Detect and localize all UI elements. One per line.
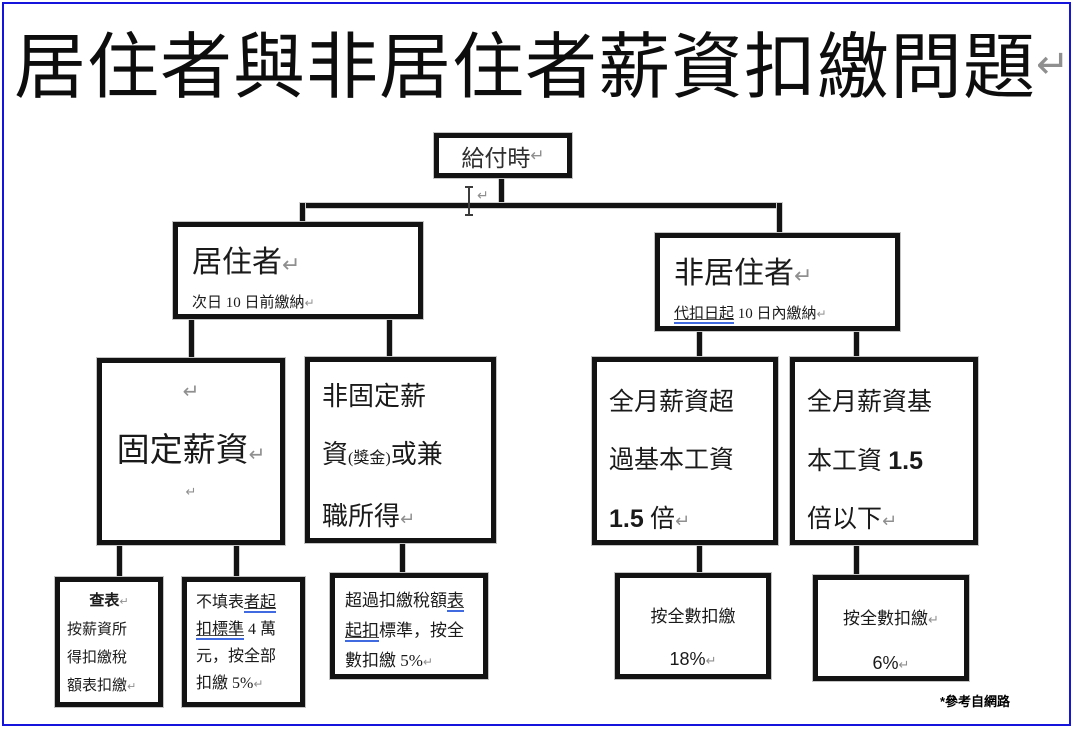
- notable-line2-underlined: 扣標準: [196, 621, 245, 640]
- connector-nonresident-under: [854, 330, 859, 358]
- notable-line2-post: 4 萬: [244, 621, 277, 638]
- paragraph-mark-icon: ↵: [477, 188, 489, 204]
- resident-heading: 居住者: [192, 246, 282, 279]
- paragraph-mark-icon: ↵: [185, 484, 197, 500]
- connector-horizontal-main: [300, 203, 782, 208]
- paragraph-mark-icon: ↵: [182, 378, 200, 403]
- connector-nonfixed-overthreshold: [400, 542, 405, 574]
- withhold18-line1: 按全數扣繳: [650, 607, 736, 626]
- connector-under-6: [854, 544, 859, 576]
- paragraph-mark-icon: ↵: [675, 511, 691, 532]
- nonfixed-line2-post: 或兼: [390, 440, 443, 469]
- resident-deadline: 次日 10 日前繳納: [192, 295, 305, 311]
- overthreshold-line2-underlined: 起扣: [345, 621, 379, 642]
- paragraph-mark-icon: ↵: [530, 145, 545, 166]
- over-basic-line3-post: 倍: [643, 506, 676, 533]
- under-basic-multiplier: 1.5: [888, 447, 924, 475]
- over-basic-line1: 全月薪資超: [609, 389, 735, 416]
- under-basic-line3: 倍以下: [807, 506, 883, 533]
- lookup-line1: 按薪資所: [67, 622, 128, 638]
- connector-to-nonresident: [777, 203, 782, 234]
- flowchart-node-over-basic-wage[interactable]: 全月薪資超 過基本工資 1.5 倍↵: [592, 357, 778, 545]
- connector-paytime-down: [499, 177, 504, 205]
- paragraph-mark-icon: ↵: [119, 595, 129, 608]
- text-cursor-ibeam: [465, 186, 473, 216]
- connector-resident-nonfixed: [387, 318, 392, 358]
- notable-line4: 扣繳 5%: [196, 675, 254, 692]
- paragraph-mark-icon: ↵: [248, 441, 266, 466]
- flowchart-node-under-basic-wage[interactable]: 全月薪資基 本工資 1.5 倍以下↵: [790, 357, 978, 545]
- flowchart-node-no-table[interactable]: 不填表者起 扣標準 4 萬 元，按全部 扣繳 5%↵: [182, 577, 305, 707]
- connector-fixed-lookup: [117, 544, 122, 578]
- footnote: *參考自網路: [939, 694, 1010, 709]
- lookup-line3: 額表扣繳: [67, 678, 128, 694]
- overthreshold-line2-post: 標準，按全: [379, 621, 464, 640]
- notable-line1-pre: 不填表: [196, 594, 245, 611]
- notable-line1-underlined: 者起: [244, 594, 277, 613]
- lookup-title: 查表: [89, 593, 120, 609]
- under-basic-line2-pre: 本工資: [807, 448, 889, 475]
- paragraph-mark-icon: ↵: [705, 654, 717, 669]
- flowchart-node-withhold-6[interactable]: 按全數扣繳↵ 6%↵: [813, 575, 969, 681]
- paragraph-mark-icon: ↵: [127, 680, 137, 693]
- paragraph-mark-icon: ↵: [304, 296, 315, 310]
- lookup-line2: 得扣繳稅: [67, 650, 128, 666]
- paragraph-mark-icon: ↵: [898, 658, 910, 673]
- nonfixed-line3: 職所得: [322, 502, 401, 531]
- nonresident-deadline-underlined: 代扣日起: [674, 306, 735, 324]
- withhold6-rate: 6%: [872, 653, 899, 673]
- over-basic-multiplier: 1.5: [609, 505, 644, 533]
- flowchart-node-withhold-18[interactable]: 按全數扣繳 18%↵: [615, 573, 771, 679]
- connector-over-18: [697, 544, 702, 574]
- payment-time-label: 給付時: [461, 145, 531, 171]
- page-title: 居住者與非居住者薪資扣繳問題↵: [14, 8, 1070, 113]
- connector-fixed-notable: [234, 544, 239, 578]
- nonresident-deadline-rest: 10 日內繳納: [734, 306, 817, 322]
- overthreshold-line3: 數扣繳 5%: [345, 651, 423, 670]
- nonresident-heading: 非居住者: [674, 257, 794, 290]
- flowchart-node-nonresident[interactable]: 非居住者↵ 代扣日起 10 日內繳納↵: [655, 233, 900, 331]
- paragraph-mark-icon: ↵: [882, 511, 898, 532]
- flowchart-node-resident[interactable]: 居住者↵ 次日 10 日前繳納↵: [173, 222, 423, 319]
- under-basic-line1: 全月薪資基: [807, 389, 933, 416]
- withhold6-line1: 按全數扣繳: [843, 609, 929, 628]
- nonfixed-line1: 非固定薪: [322, 382, 427, 411]
- notable-line3: 元，按全部: [196, 648, 277, 665]
- paragraph-mark-icon: ↵: [794, 264, 813, 289]
- fixed-salary-heading: 固定薪資: [116, 432, 249, 469]
- paragraph-mark-icon: ↵: [816, 307, 827, 321]
- nonfixed-line2-small: (獎金): [348, 450, 391, 467]
- flowchart-node-fixed-salary[interactable]: ↵ 固定薪資↵ ↵: [97, 358, 285, 545]
- flowchart-node-nonfixed-salary[interactable]: 非固定薪 資(獎金)或兼 職所得↵: [305, 357, 496, 543]
- flowchart-node-over-threshold[interactable]: 超過扣繳稅額表 起扣標準，按全 數扣繳 5%↵: [330, 573, 488, 679]
- flowchart-node-payment-time[interactable]: 給付時↵: [434, 133, 572, 178]
- overthreshold-line1-pre: 超過扣繳稅額: [345, 591, 447, 610]
- flowchart-node-lookup-table[interactable]: 查表↵ 按薪資所 得扣繳稅 額表扣繳↵: [55, 577, 163, 707]
- withhold18-rate: 18%: [669, 649, 706, 669]
- page-title-text: 居住者與非居住者薪資扣繳問題: [14, 28, 1037, 108]
- over-basic-line2: 過基本工資: [609, 447, 735, 474]
- paragraph-mark-icon: ↵: [400, 509, 416, 530]
- connector-to-resident: [300, 203, 305, 223]
- paragraph-mark-icon: ↵: [928, 613, 939, 628]
- paragraph-mark-icon: ↵: [422, 655, 433, 669]
- overthreshold-line1-underlined: 表: [447, 591, 464, 612]
- paragraph-mark-icon: ↵: [1036, 42, 1071, 88]
- connector-nonresident-over: [697, 330, 702, 358]
- paragraph-mark-icon: ↵: [253, 677, 264, 691]
- connector-resident-fixed: [189, 318, 194, 359]
- paragraph-mark-icon: ↵: [282, 253, 301, 278]
- nonfixed-line2-pre: 資: [322, 440, 349, 469]
